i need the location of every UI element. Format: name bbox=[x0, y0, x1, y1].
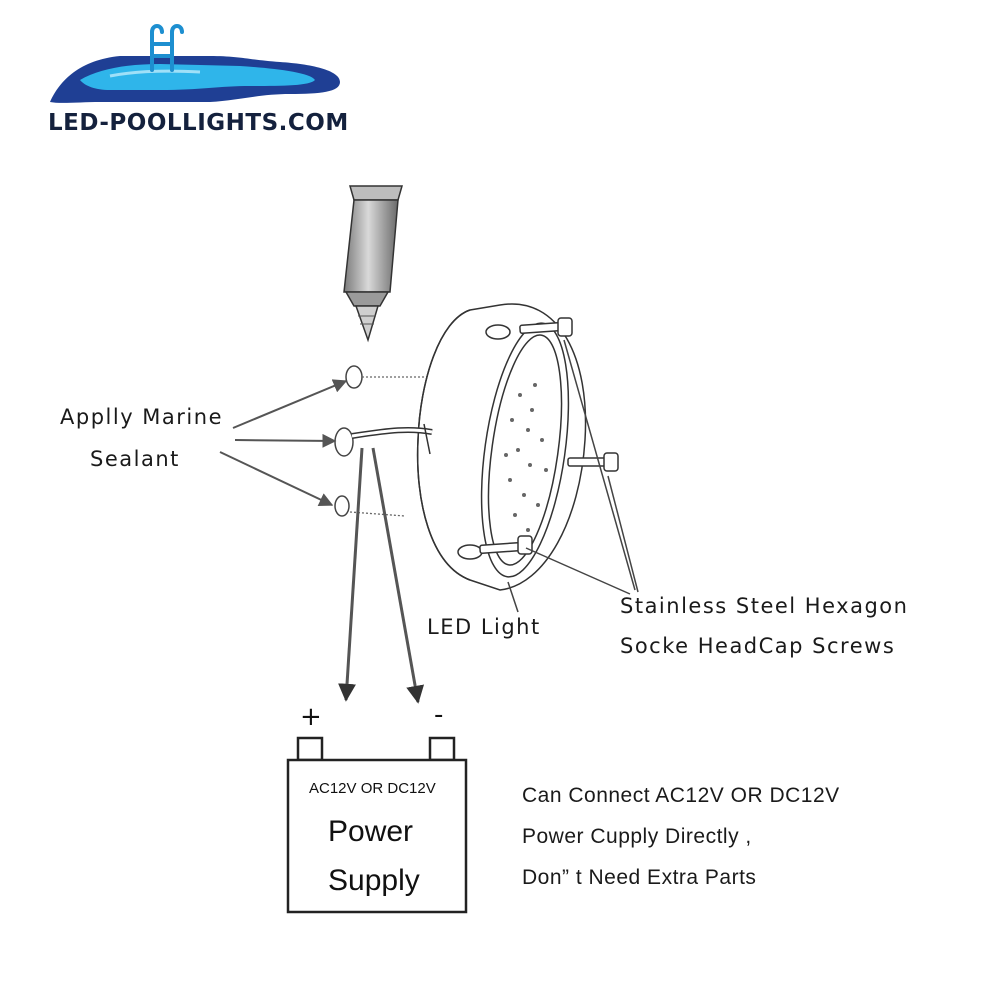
screw-icon bbox=[479, 317, 619, 555]
sealant-label-line1: Applly Marine bbox=[60, 405, 223, 429]
note-line2: Power Cupply Directly , bbox=[522, 825, 752, 848]
led-light-icon bbox=[351, 303, 587, 591]
note-line1: Can Connect AC12V OR DC12V bbox=[522, 784, 840, 807]
pool-logo-icon bbox=[50, 24, 340, 103]
brand-name: LED-POOLLIGHTS.COM bbox=[48, 110, 349, 136]
positive-terminal-label: + bbox=[300, 702, 322, 732]
power-supply-title-line1: Power bbox=[328, 815, 414, 848]
sealant-tube-icon bbox=[343, 185, 403, 343]
screws-label-line2: Socke HeadCap Screws bbox=[620, 634, 896, 658]
screws-label-line1: Stainless Steel Hexagon bbox=[620, 594, 909, 618]
led-light-label: LED Light bbox=[427, 615, 541, 639]
note-line3: Don” t Need Extra Parts bbox=[522, 866, 757, 889]
negative-terminal-label: - bbox=[434, 700, 444, 730]
battery-icon bbox=[286, 736, 468, 914]
sealant-label-line2: Sealant bbox=[90, 447, 180, 471]
power-supply-rating: AC12V OR DC12V bbox=[309, 780, 436, 797]
power-supply-title-line2: Supply bbox=[328, 864, 420, 897]
